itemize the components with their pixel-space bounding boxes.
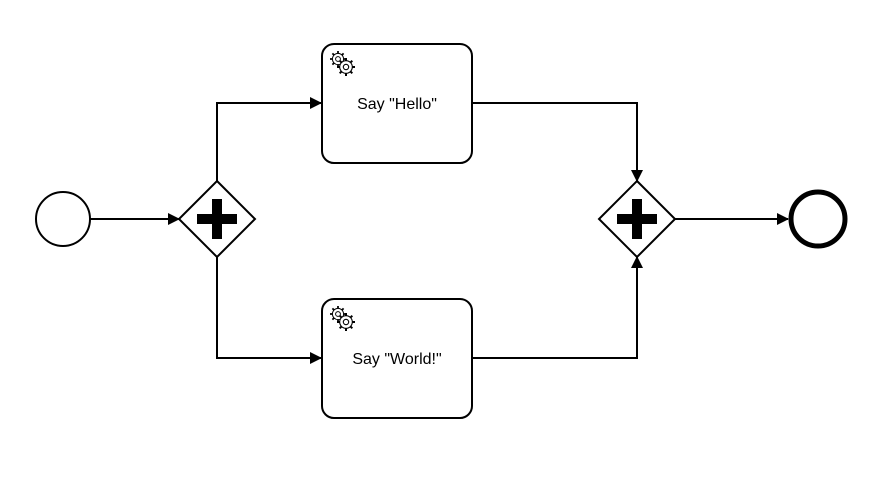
plus-icon xyxy=(617,199,657,239)
start-event[interactable] xyxy=(35,191,91,247)
task-world-label: Say "World!" xyxy=(352,351,441,368)
end-event[interactable] xyxy=(788,189,848,249)
task-say-world[interactable]: Say "World!" xyxy=(321,298,473,419)
flow-split-to-hello[interactable] xyxy=(216,97,322,181)
split-gateway[interactable] xyxy=(177,179,257,259)
flow-world-to-join[interactable] xyxy=(473,256,643,359)
plus-icon xyxy=(197,199,237,239)
flow-split-to-world[interactable] xyxy=(216,257,322,364)
flow-hello-to-join[interactable] xyxy=(473,102,643,182)
join-gateway[interactable] xyxy=(597,179,677,259)
task-hello-label: Say "Hello" xyxy=(357,96,437,113)
task-say-hello[interactable]: Say "Hello" xyxy=(321,43,473,164)
